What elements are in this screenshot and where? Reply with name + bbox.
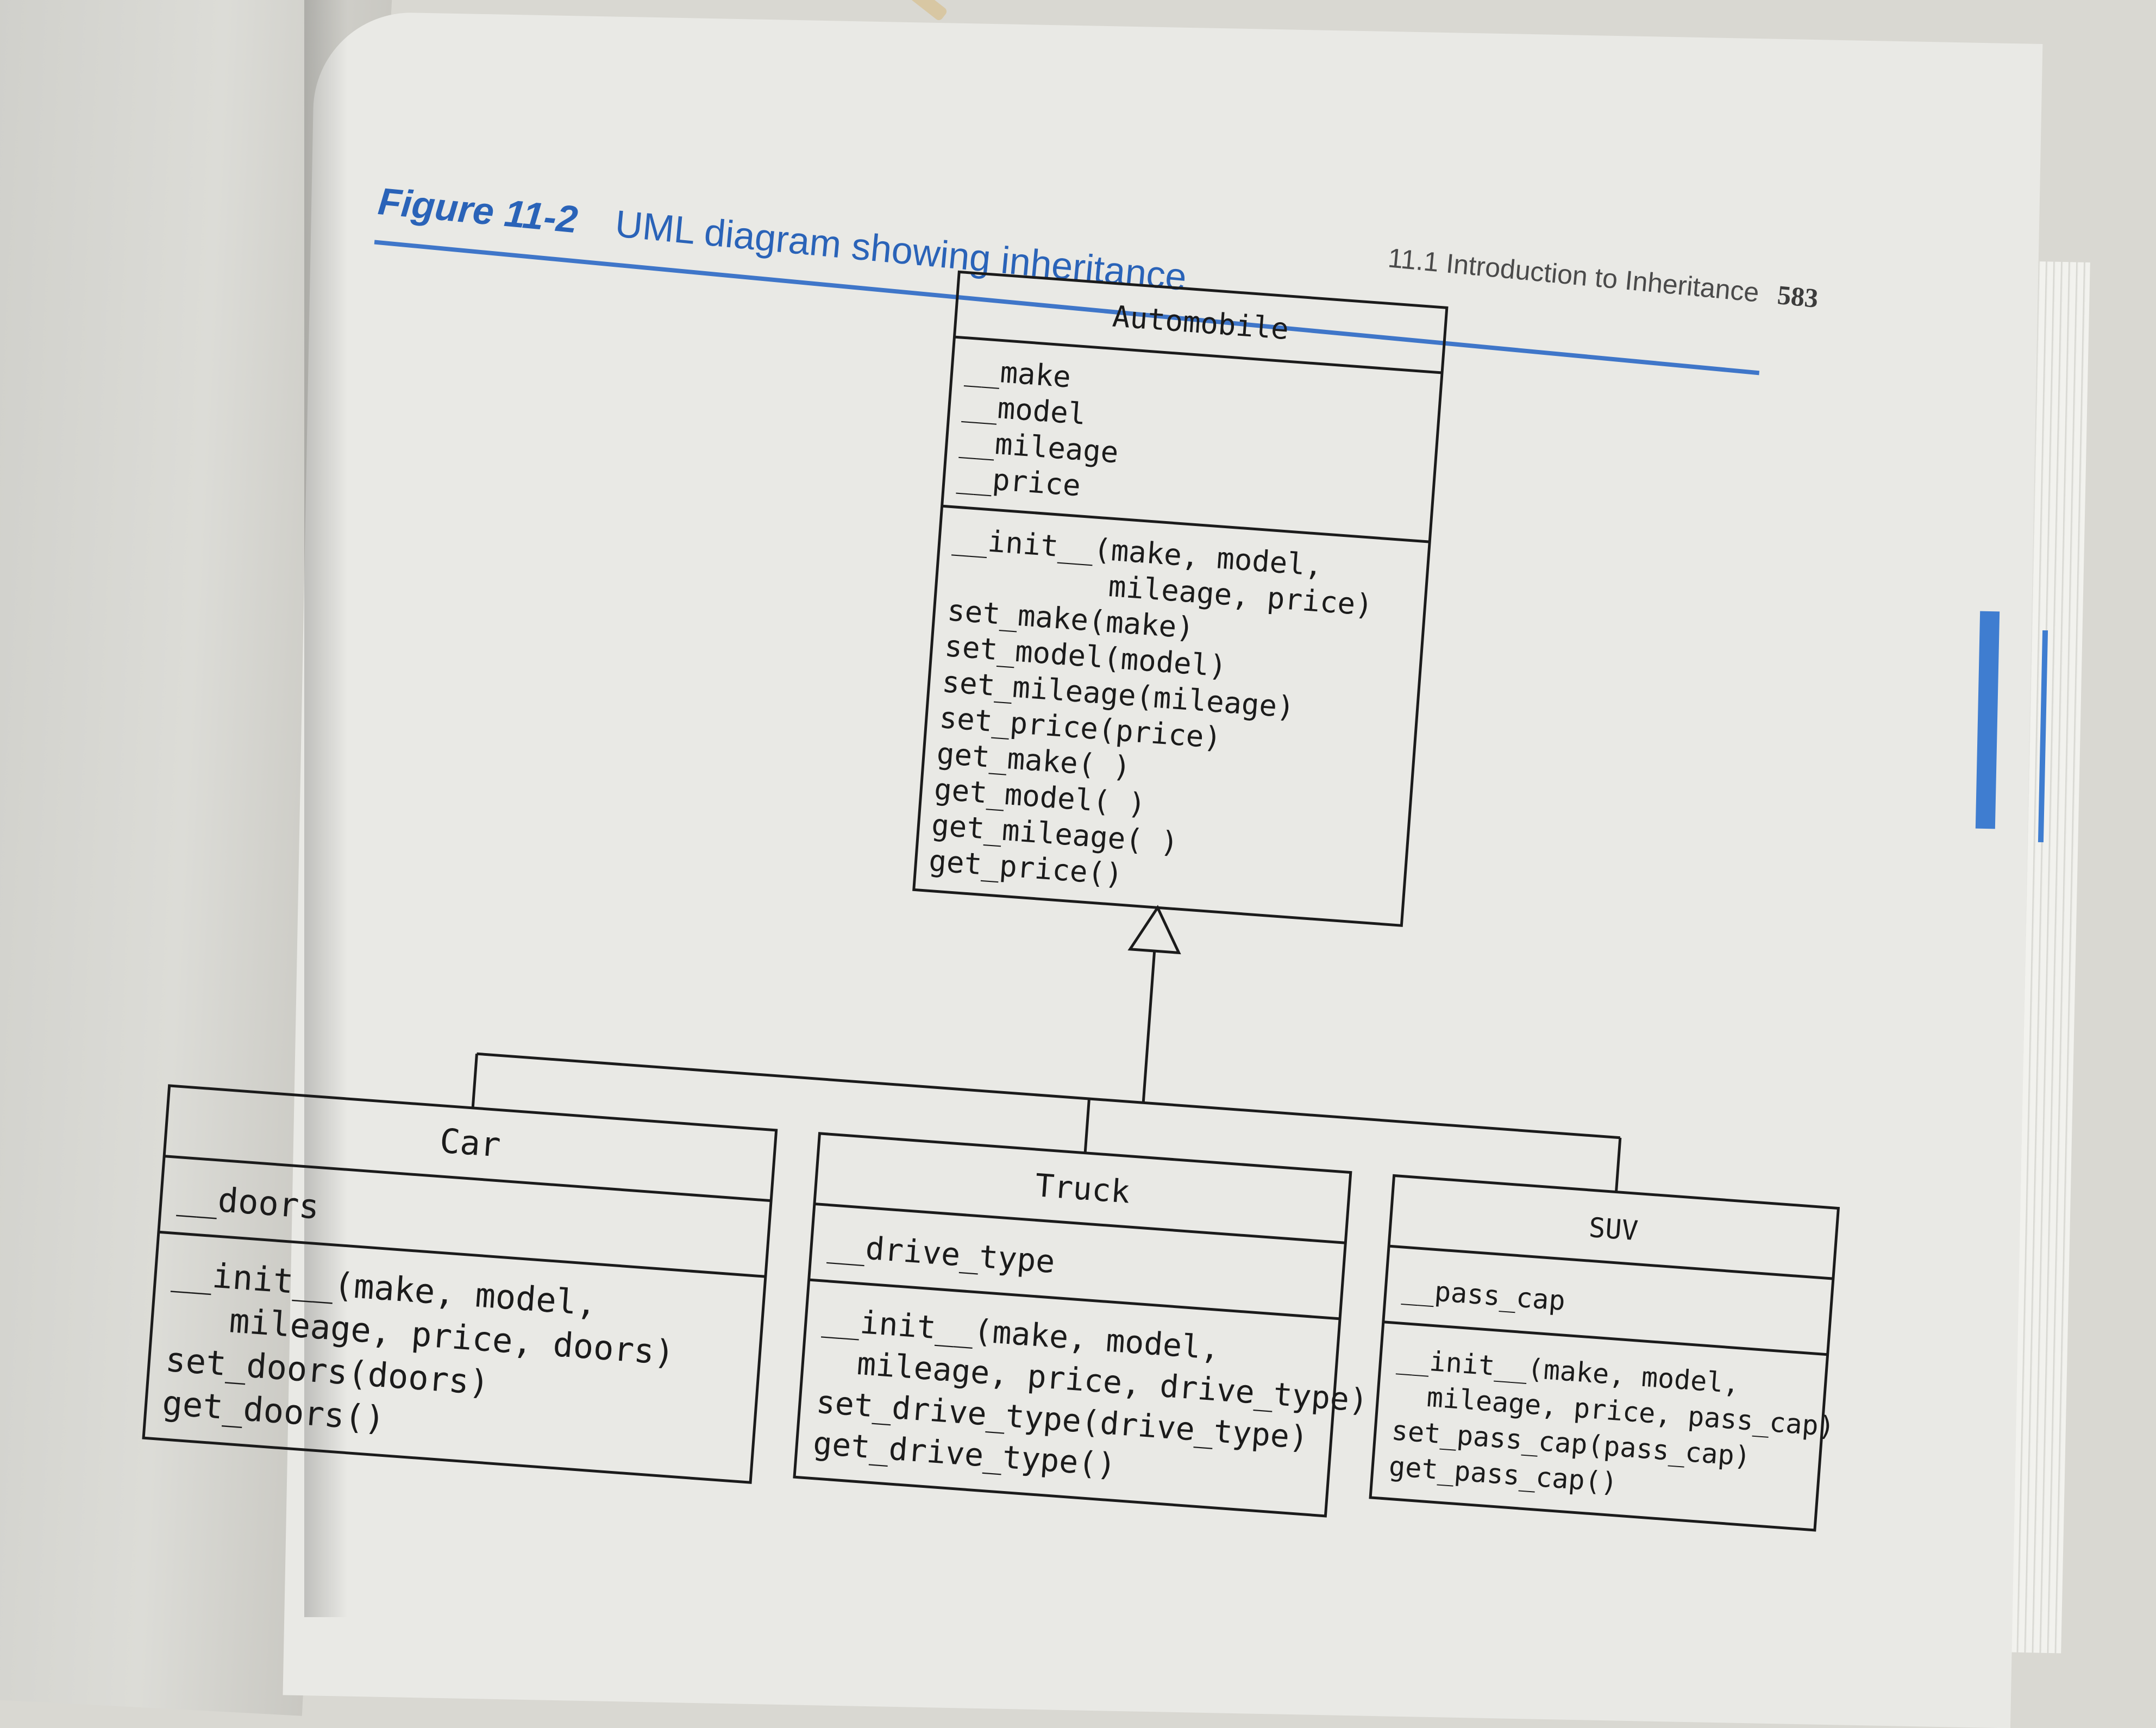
- inheritance-bus: [477, 1052, 1621, 1140]
- suv-divider-attrs: [1383, 1320, 1828, 1356]
- car-class-name: Car: [438, 1121, 502, 1165]
- suv-attribute: __pass_cap: [1401, 1273, 1566, 1317]
- automobile-class-name: Automobile: [1111, 299, 1290, 347]
- suv-inheritance-line: [1615, 1137, 1622, 1192]
- truck-attribute: __drive_type: [826, 1227, 1056, 1281]
- car-attribute: __doors: [176, 1177, 321, 1227]
- car-inheritance-line: [471, 1054, 478, 1109]
- automobile-divider-name: [954, 335, 1443, 374]
- truck-divider-name: [814, 1202, 1346, 1244]
- inheritance-trunk: [1142, 950, 1156, 1103]
- suv-divider-name: [1388, 1244, 1834, 1280]
- book-gutter: [304, 0, 348, 1617]
- automobile-attribute: __price: [956, 460, 1082, 503]
- truck-divider-attrs: [808, 1278, 1340, 1320]
- automobile-divider-attrs: [942, 504, 1430, 543]
- truck-class-name: Truck: [1034, 1167, 1131, 1211]
- car-divider-attrs: [158, 1230, 766, 1278]
- suv-class-name: SUV: [1588, 1212, 1639, 1247]
- uml-diagram: Automobile__make__model__mileage__price_…: [142, 270, 1840, 1532]
- car-divider-name: [164, 1155, 772, 1203]
- generalization-arrowhead: [1127, 905, 1181, 955]
- truck-inheritance-line: [1083, 1098, 1090, 1153]
- uml-svg: Automobile__make__model__mileage__price_…: [142, 270, 1840, 1532]
- automobile-attribute: __make: [964, 353, 1072, 395]
